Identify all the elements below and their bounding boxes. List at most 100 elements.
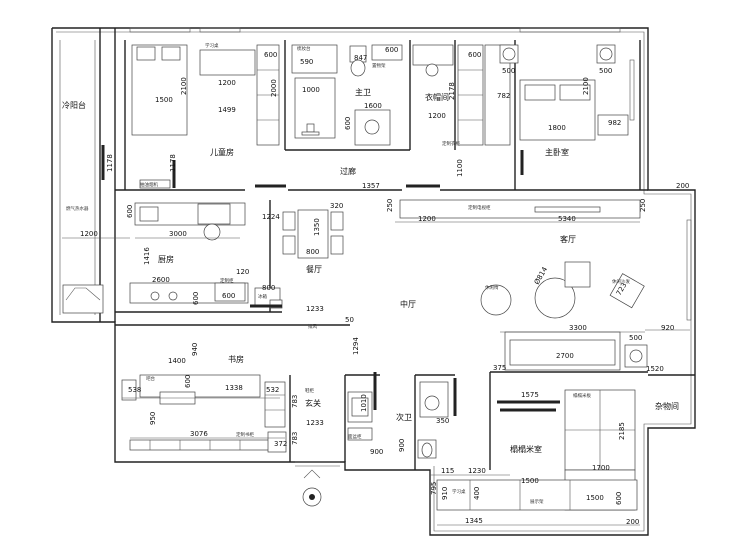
dimension-label: 250 xyxy=(639,199,647,212)
tatami-furniture xyxy=(436,389,638,511)
furniture-note: 定制电视柜 xyxy=(468,204,491,211)
dimension-label: 5340 xyxy=(558,215,576,223)
dimension-label: 500 xyxy=(599,67,612,75)
room-living-room: 客厅 xyxy=(560,234,576,244)
furniture-note: 榻榻米板 xyxy=(573,392,591,399)
dimension-label: 1100 xyxy=(456,159,464,177)
furniture-note: 燃气热水器 xyxy=(66,205,89,212)
dimension-label: 950 xyxy=(149,412,157,425)
dimension-label: 600 xyxy=(192,292,200,305)
dimension-label: 2700 xyxy=(556,352,574,360)
dimension-label: 900 xyxy=(370,448,383,456)
dimension-label: 400 xyxy=(473,487,481,500)
dimension-label: 1000 xyxy=(302,86,320,94)
room-childrens-room: 儿童房 xyxy=(210,147,234,157)
room-middle-hall: 中厅 xyxy=(400,299,416,309)
dimension-label: 1400 xyxy=(168,357,186,365)
furniture-notes: 学习桌 梳妆台 置物架 抽油烟机 燃气热水器 定制电视柜 休闲椅 休闲沙发 冰箱… xyxy=(66,42,630,505)
dimension-label: 2000 xyxy=(270,79,278,97)
dimension-label: 1350 xyxy=(313,218,321,236)
dimension-label: 2600 xyxy=(152,276,170,284)
dimension-label: 783 xyxy=(291,395,299,408)
dimension-label: 3076 xyxy=(190,430,208,438)
dimension-label: 800 xyxy=(262,284,275,292)
room-labels: 冷阳台 儿童房 主卫 衣帽间 主卧室 过廊 客厅 厨房 餐厅 中厅 书房 玄关 … xyxy=(62,87,679,454)
furniture-note: 鞋柜 xyxy=(305,387,314,394)
entry-arrow-icon xyxy=(302,469,322,507)
dimension-label: 982 xyxy=(608,119,621,127)
dimension-label: 200 xyxy=(626,518,639,526)
furniture-note: 冰箱 xyxy=(258,293,267,300)
furniture-note: 抽油烟机 xyxy=(140,181,158,188)
dimension-label: 1357 xyxy=(362,182,380,190)
dimension-label: 2100 xyxy=(582,77,590,95)
dimension-label: 1500 xyxy=(155,96,173,104)
master-bedroom-furniture xyxy=(499,44,629,175)
dimension-labels: 600 600 600 590 847 500 500 2100 1200 20… xyxy=(80,46,689,526)
dimension-label: 1200 xyxy=(218,79,236,87)
room-corridor: 过廊 xyxy=(340,166,356,176)
dimension-label: 115 xyxy=(441,467,454,475)
dimension-label: 350 xyxy=(436,417,449,425)
room-entrance: 玄关 xyxy=(305,398,321,408)
living-room-furniture xyxy=(399,199,690,371)
room-dining-room: 餐厅 xyxy=(306,265,322,274)
furniture-note: 学习桌 xyxy=(452,488,466,495)
dimension-label: 1700 xyxy=(592,464,610,472)
furniture-note: 休闲椅 xyxy=(485,284,499,291)
furniture-note: 吧台 xyxy=(146,375,155,382)
dimension-label: 910 xyxy=(441,487,449,500)
dimension-label: 900 xyxy=(398,439,406,452)
dimension-label: 940 xyxy=(191,343,199,356)
dimension-label: 1520 xyxy=(646,365,664,373)
dimension-label: 1233 xyxy=(306,419,324,427)
dimension-label: 3000 xyxy=(169,230,187,238)
second-bath-fixtures xyxy=(417,378,457,459)
dimension-label: 920 xyxy=(661,324,674,332)
room-second-bath: 次卫 xyxy=(396,412,412,422)
dimension-label: 847 xyxy=(354,54,367,62)
dimension-label: 600 xyxy=(615,492,623,505)
dimension-label: 600 xyxy=(184,375,192,388)
furniture-note: 定制书柜 xyxy=(236,431,254,438)
furniture-note: 面盆柜 xyxy=(348,433,362,440)
childrens-room-furniture xyxy=(131,44,280,189)
dimension-label: 50 xyxy=(345,316,354,324)
room-cold-balcony: 冷阳台 xyxy=(62,100,86,110)
dimension-label: 1575 xyxy=(521,391,539,399)
dimension-label: 1416 xyxy=(143,247,151,265)
dimension-label: 2178 xyxy=(448,82,456,100)
dimension-label: 782 xyxy=(497,92,510,100)
dimension-label: 250 xyxy=(386,199,394,212)
dimension-label: 1600 xyxy=(364,102,382,110)
furniture-note: 定制衣柜 xyxy=(442,140,460,147)
dimension-label: 532 xyxy=(266,386,279,394)
corridor-marks xyxy=(101,145,440,188)
dimension-label: 1178 xyxy=(106,154,114,172)
dimension-label: 1500 xyxy=(521,477,539,485)
dimension-label: 1200 xyxy=(80,230,98,238)
dimension-label: 1294 xyxy=(352,337,360,355)
dimension-label: 120 xyxy=(236,268,249,276)
dimension-label: 783 xyxy=(291,432,299,445)
dimension-label: 600 xyxy=(344,117,352,130)
dimension-label: 1230 xyxy=(468,467,486,475)
dimension-label: 1345 xyxy=(465,517,483,525)
dimension-label: 795 xyxy=(430,482,438,495)
dimension-label: 1800 xyxy=(548,124,566,132)
dimension-label: 600 xyxy=(222,292,235,300)
dimension-label: 500 xyxy=(629,334,642,342)
room-tatami: 榻榻米室 xyxy=(510,444,542,454)
dimension-label: 320 xyxy=(330,202,343,210)
dimension-label: 600 xyxy=(126,205,134,218)
entrance-furniture xyxy=(264,372,377,507)
dimension-label: 800 xyxy=(306,248,319,256)
furniture-note: 定制柜 xyxy=(220,277,234,284)
furniture-note: 排风 xyxy=(308,323,317,330)
room-kitchen: 厨房 xyxy=(158,254,174,264)
dimension-label: 372 xyxy=(274,440,287,448)
dimension-label: 1200 xyxy=(418,215,436,223)
dimension-label: 2100 xyxy=(180,77,188,95)
room-storage: 杂物间 xyxy=(655,401,679,411)
